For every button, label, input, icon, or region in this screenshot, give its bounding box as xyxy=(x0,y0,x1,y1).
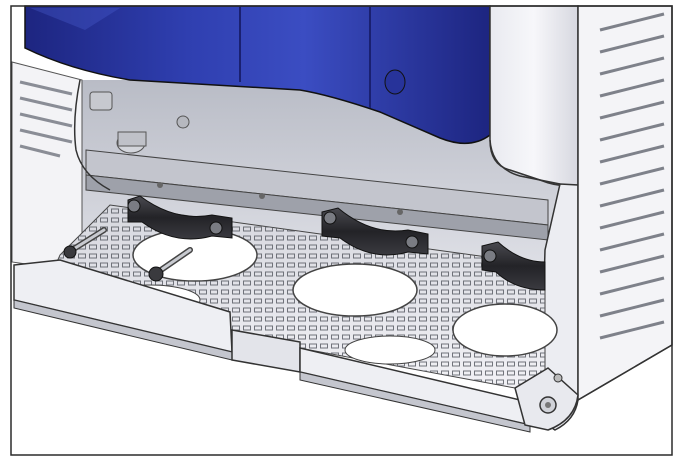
right-side-panel-with-vents xyxy=(577,5,673,402)
cable-entry-hole xyxy=(292,263,418,317)
rear-mounting-rail xyxy=(85,149,561,248)
screw xyxy=(148,247,193,282)
cable-clamp xyxy=(127,195,233,240)
figure-frame-border xyxy=(10,5,673,456)
cable-entry-hole xyxy=(452,303,558,357)
cable-clamp xyxy=(321,207,429,256)
front-lip-bracket xyxy=(13,259,532,433)
cable-clamp xyxy=(481,241,546,291)
blue-front-cover xyxy=(24,5,491,144)
rear-bolt xyxy=(89,91,190,154)
corner-fastener xyxy=(514,367,579,431)
left-side-panel-with-vents xyxy=(11,61,83,273)
screw xyxy=(63,227,107,259)
